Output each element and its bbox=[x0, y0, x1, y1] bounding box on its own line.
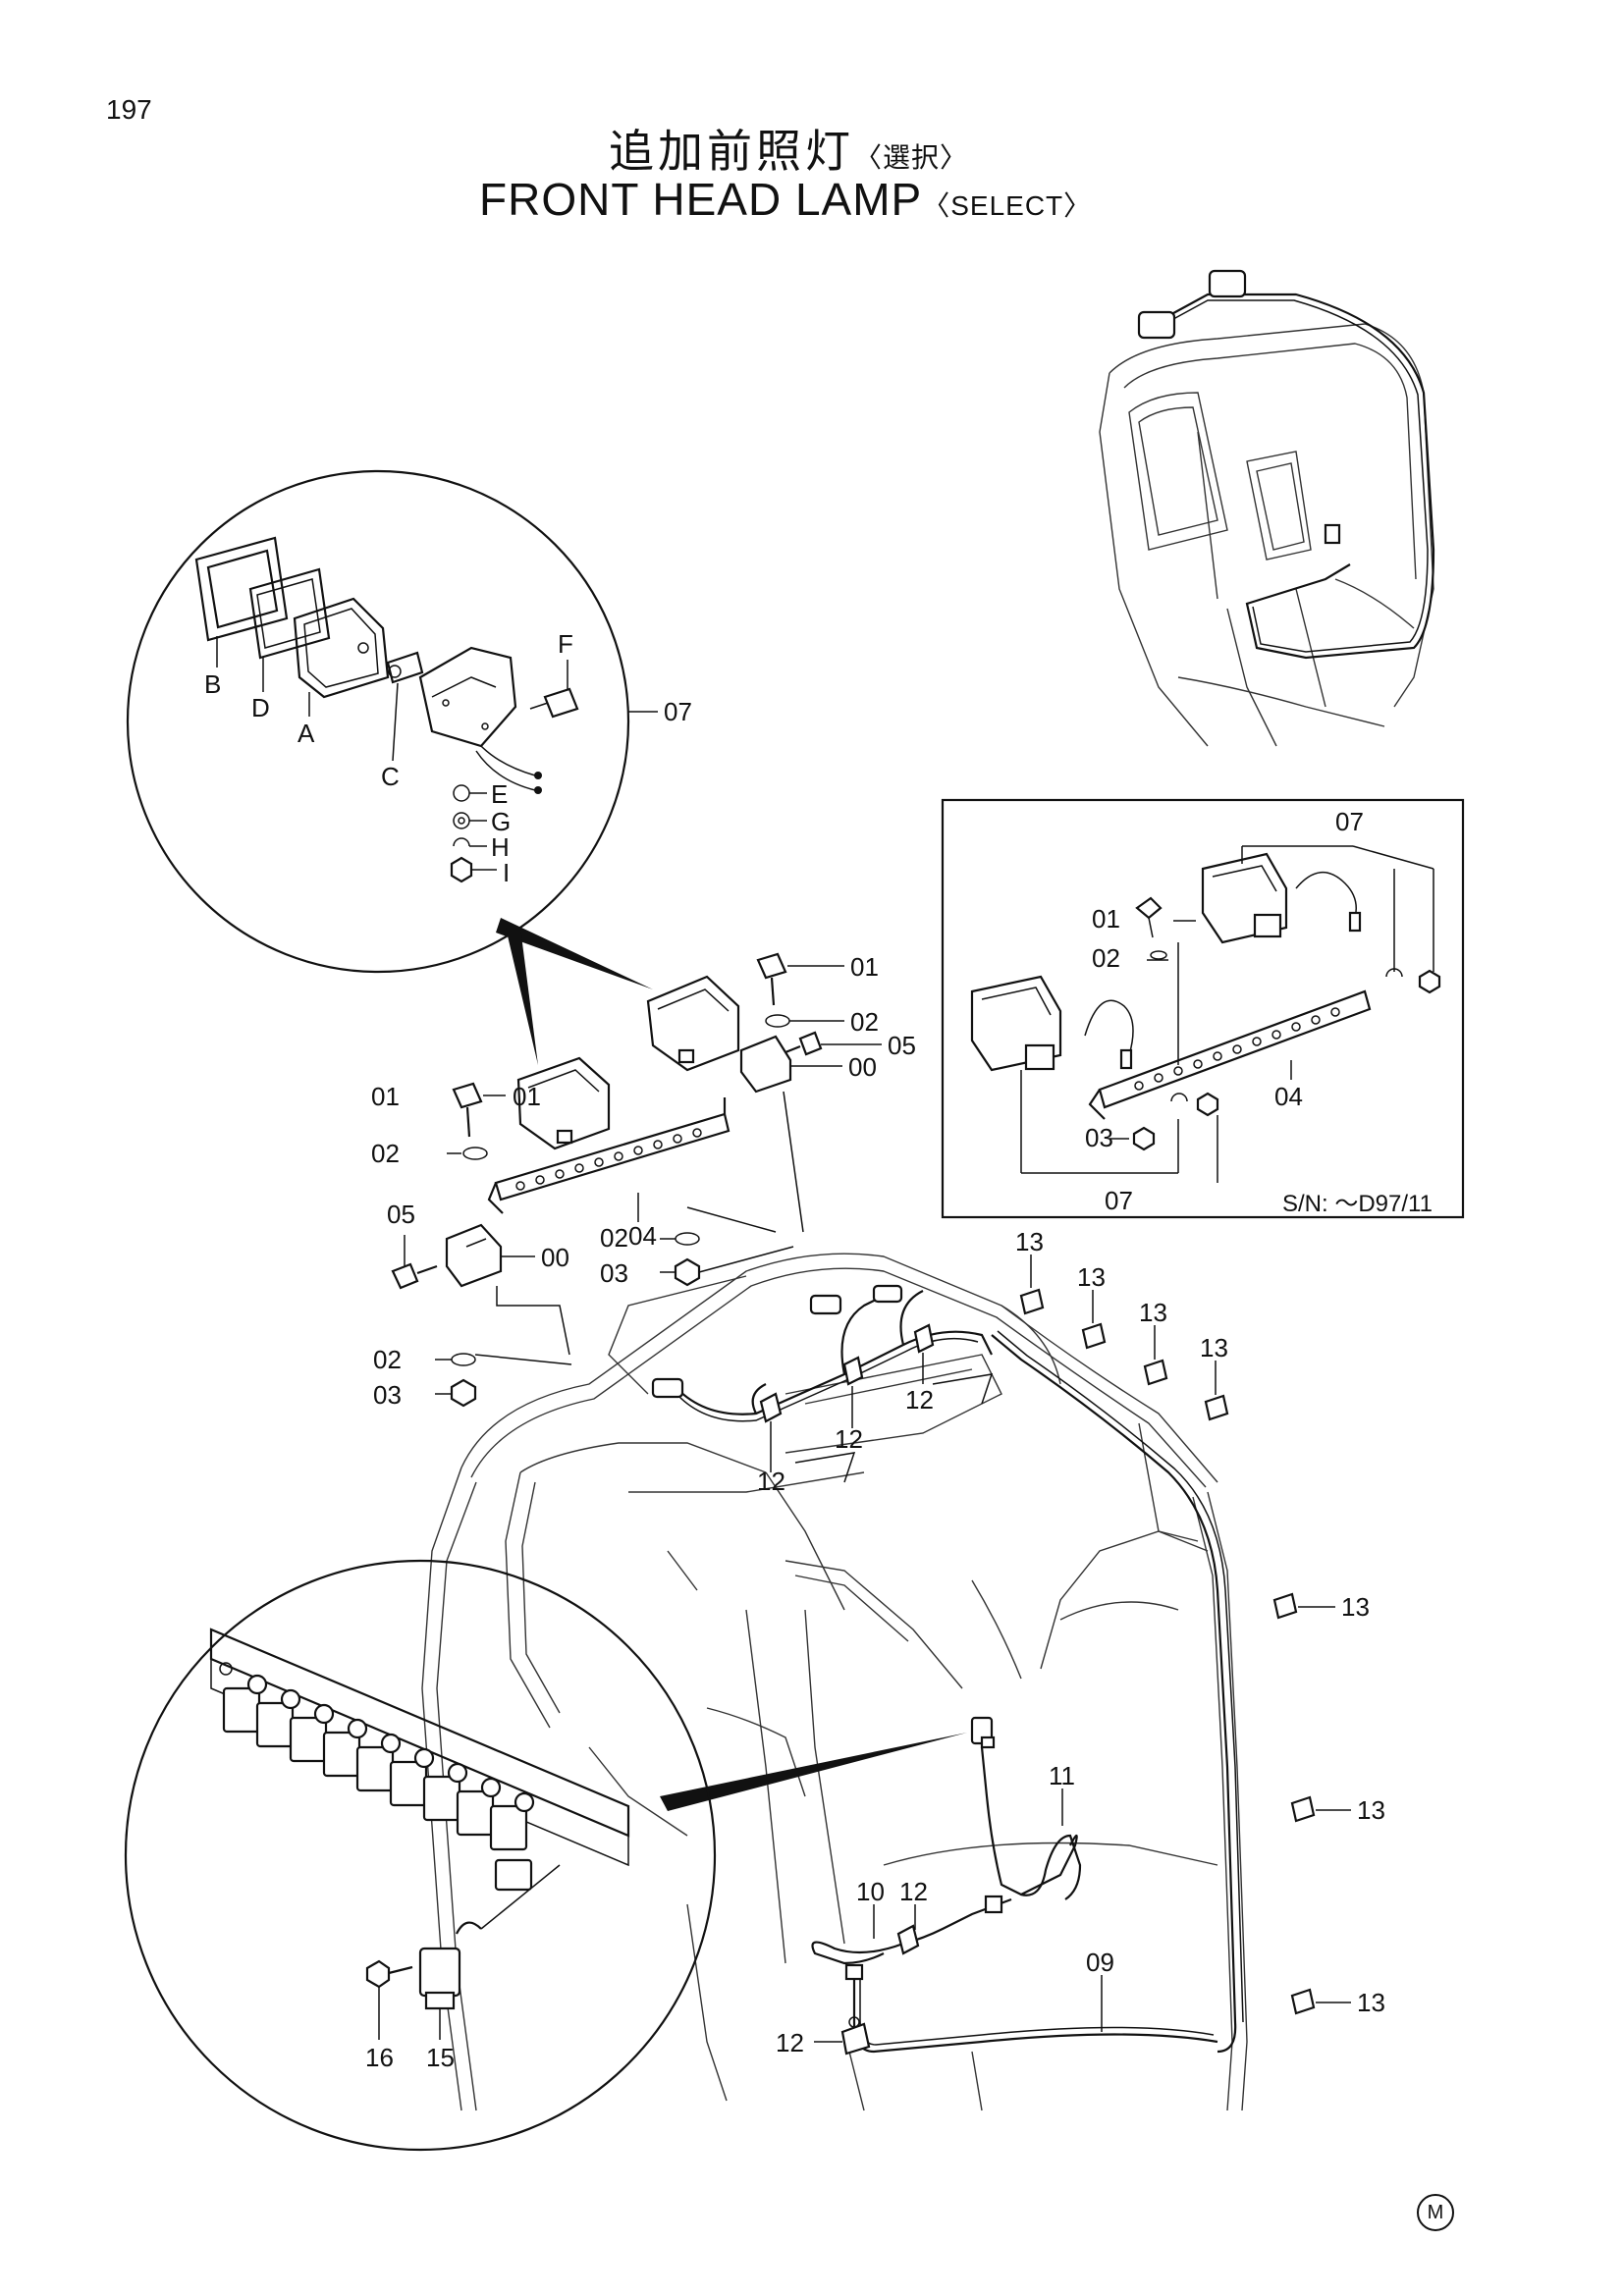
title-japanese: 追加前照灯〈選択〉 bbox=[609, 116, 968, 181]
callout-13-b: 13 bbox=[1077, 1262, 1106, 1292]
callout-03-mid: 03 bbox=[600, 1258, 628, 1288]
callout-00-left: 00 bbox=[541, 1243, 569, 1272]
callout-05-left: 05 bbox=[387, 1200, 415, 1229]
callout-02-main: 02 bbox=[850, 1007, 879, 1037]
callout-inset-07-top: 07 bbox=[1335, 807, 1364, 836]
page-number: 197 bbox=[106, 94, 152, 125]
callout-i: I bbox=[503, 858, 510, 887]
callout-13-c: 13 bbox=[1139, 1298, 1167, 1327]
callout-12-e: 12 bbox=[776, 2028, 804, 2057]
title-jp-sub: 〈選択〉 bbox=[854, 141, 969, 174]
main-bar-holes bbox=[515, 1128, 702, 1191]
callout-02-low: 02 bbox=[373, 1345, 402, 1374]
lamp-exploded-view bbox=[126, 469, 658, 974]
inset-bar-holes bbox=[1134, 1007, 1340, 1091]
relay-row bbox=[222, 1674, 535, 1851]
callout-11: 11 bbox=[1049, 1761, 1075, 1790]
callout-b: B bbox=[204, 669, 221, 699]
title-en-main: FRONT HEAD LAMP bbox=[479, 174, 923, 225]
relay-pointer-wedge bbox=[660, 1733, 967, 1811]
callout-13-e: 13 bbox=[1341, 1592, 1370, 1622]
callout-01-main: 01 bbox=[513, 1082, 541, 1111]
cable-clips bbox=[1019, 1255, 1351, 2015]
callout-f: F bbox=[558, 629, 573, 659]
callout-02-mid: 02 bbox=[600, 1223, 628, 1253]
cab-overview-drawing bbox=[1099, 269, 1435, 747]
callout-12-c: 12 bbox=[905, 1385, 934, 1415]
inner-harness bbox=[811, 1716, 1218, 2056]
callout-inset-04: 04 bbox=[1274, 1082, 1303, 1111]
callout-00-main: 00 bbox=[848, 1052, 877, 1082]
callout-d: D bbox=[251, 693, 270, 722]
registered-mark: M bbox=[1417, 2194, 1454, 2231]
callout-01-main-right: 01 bbox=[850, 952, 879, 982]
callout-inset-07-bottom: 07 bbox=[1105, 1186, 1133, 1215]
callout-12-a: 12 bbox=[757, 1467, 785, 1496]
roof-harness bbox=[651, 1284, 1244, 2054]
callout-12-b: 12 bbox=[835, 1424, 863, 1454]
callout-10: 10 bbox=[856, 1877, 885, 1906]
relay-detail-view bbox=[124, 1559, 717, 2152]
callout-12-d: 12 bbox=[899, 1877, 928, 1906]
title-jp-main: 追加前照灯 bbox=[609, 125, 854, 178]
callout-inset-01: 01 bbox=[1092, 904, 1120, 934]
callout-13-a: 13 bbox=[1015, 1227, 1044, 1256]
callout-e: E bbox=[491, 779, 508, 809]
callout-inset-02: 02 bbox=[1092, 943, 1120, 973]
callout-16: 16 bbox=[365, 2043, 394, 2072]
callout-inset-03: 03 bbox=[1085, 1123, 1113, 1152]
callout-a: A bbox=[298, 719, 315, 748]
title-en-sub: 〈SELECT〉 bbox=[922, 190, 1093, 221]
callout-15: 15 bbox=[426, 2043, 455, 2072]
callout-09: 09 bbox=[1086, 1948, 1114, 1977]
callout-c: C bbox=[381, 762, 400, 791]
callout-g: G bbox=[491, 807, 511, 836]
callout-01-left: 01 bbox=[371, 1082, 400, 1111]
callout-02-left: 02 bbox=[371, 1139, 400, 1168]
callout-04-left: 04 bbox=[628, 1221, 657, 1251]
callout-03-low: 03 bbox=[373, 1380, 402, 1410]
cab-main-drawing bbox=[421, 1253, 1248, 2111]
callout-13-d: 13 bbox=[1200, 1333, 1228, 1362]
serial-number-note: S/N: ～D97/11 bbox=[1282, 1191, 1433, 1217]
detail-pointer-wedge bbox=[506, 928, 538, 1065]
title-english: FRONT HEAD LAMP〈SELECT〉 bbox=[479, 173, 1092, 226]
callout-13-f: 13 bbox=[1357, 1795, 1385, 1825]
main-lamp-assembly bbox=[391, 952, 882, 1408]
callout-13-g: 13 bbox=[1357, 1988, 1385, 2017]
callout-07-detail: 07 bbox=[664, 697, 692, 726]
inset-box-earlier-serial bbox=[941, 798, 1465, 1219]
detail-pointer-wedge bbox=[496, 918, 653, 989]
callout-05-main: 05 bbox=[888, 1031, 916, 1060]
callout-h: H bbox=[491, 832, 510, 862]
